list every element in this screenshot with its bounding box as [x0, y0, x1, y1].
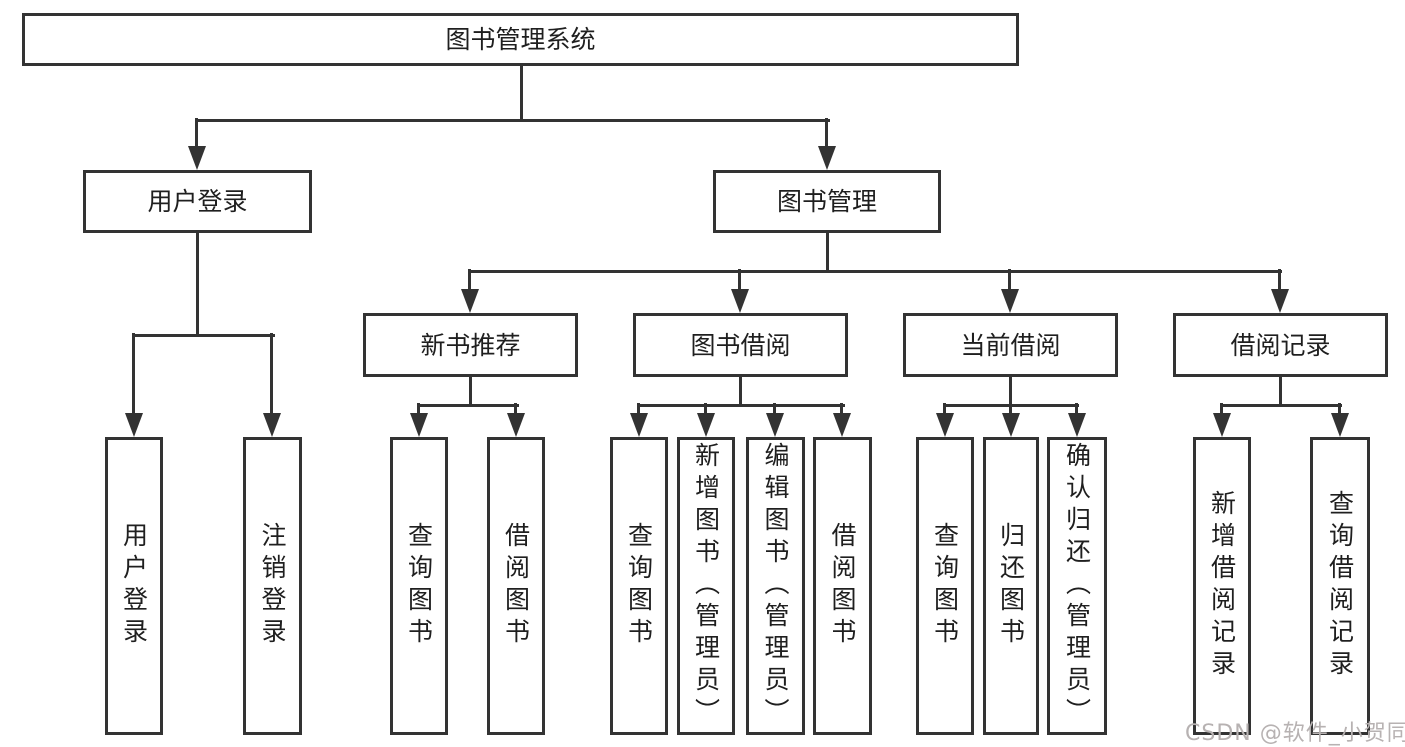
- arrow-to-bb-borrow: [833, 403, 851, 437]
- node-user-login: 用户登录: [83, 170, 312, 233]
- node-br-query-record: 查询借阅记录: [1310, 437, 1370, 735]
- node-new-book-recommendation: 新书推荐: [363, 313, 578, 377]
- connector-user-login-branch: [132, 334, 275, 337]
- node-bb-edit-books-admin: 编辑图书（管理员）: [746, 437, 805, 735]
- node-current-borrowing: 当前借阅: [903, 313, 1118, 377]
- connector-new-book-rec-branch: [417, 404, 519, 407]
- connector-book-borrow-branch: [637, 404, 845, 407]
- arrow-to-current-borrow: [1001, 269, 1019, 313]
- node-br-add-record: 新增借阅记录: [1193, 437, 1251, 735]
- connector-book-borrow-stem: [739, 375, 742, 406]
- node-user-login-leaf: 用户登录: [105, 437, 163, 735]
- node-nb-borrow-books: 借阅图书: [487, 437, 545, 735]
- node-book-borrowing: 图书借阅: [633, 313, 848, 377]
- arrow-to-br-add: [1213, 403, 1231, 437]
- node-bb-add-books-admin: 新增图书（管理员）: [677, 437, 735, 735]
- node-bb-borrow-books: 借阅图书: [813, 437, 872, 735]
- connector-user-login-stem: [196, 232, 199, 336]
- arrow-to-nb-query: [410, 403, 428, 437]
- arrow-to-new-book-rec: [461, 269, 479, 313]
- node-borrowing-records: 借阅记录: [1173, 313, 1388, 377]
- connector-borrow-record-stem: [1279, 375, 1282, 406]
- arrow-to-cb-query: [936, 403, 954, 437]
- arrow-to-br-query: [1331, 403, 1349, 437]
- arrow-to-book-management: [818, 118, 836, 170]
- connector-root-stem: [520, 66, 523, 120]
- node-library-management-system: 图书管理系统: [22, 13, 1019, 66]
- node-logout: 注销登录: [243, 437, 302, 735]
- node-bb-query-books: 查询图书: [610, 437, 668, 735]
- arrow-to-book-borrow: [731, 269, 749, 313]
- connector-current-borrow-stem: [1009, 375, 1012, 406]
- node-cb-return-books: 归还图书: [983, 437, 1039, 735]
- connector-level2-branch: [196, 119, 830, 122]
- csdn-watermark: CSDN @软件_小贺同学: [1185, 721, 1405, 746]
- connector-new-book-rec-stem: [469, 375, 472, 406]
- arrow-to-nb-borrow: [507, 403, 525, 437]
- arrow-to-logout: [263, 333, 281, 437]
- arrow-to-cb-confirm: [1068, 403, 1086, 437]
- node-book-management: 图书管理: [713, 170, 941, 233]
- arrow-to-login: [125, 333, 143, 437]
- arrow-to-bb-edit: [766, 403, 784, 437]
- arrow-to-bb-add: [697, 403, 715, 437]
- arrow-to-user-login: [188, 118, 206, 170]
- connector-borrow-record-branch: [1220, 404, 1342, 407]
- arrow-to-borrow-record: [1271, 269, 1289, 313]
- connector-book-mgmt-stem: [826, 232, 829, 273]
- arrow-to-bb-query: [630, 403, 648, 437]
- node-nb-query-books: 查询图书: [390, 437, 448, 735]
- node-cb-confirm-return-admin: 确认归还（管理员）: [1047, 437, 1107, 735]
- arrow-to-cb-return: [1002, 403, 1020, 437]
- node-cb-query-books: 查询图书: [916, 437, 974, 735]
- connector-level3-branch: [469, 270, 1282, 273]
